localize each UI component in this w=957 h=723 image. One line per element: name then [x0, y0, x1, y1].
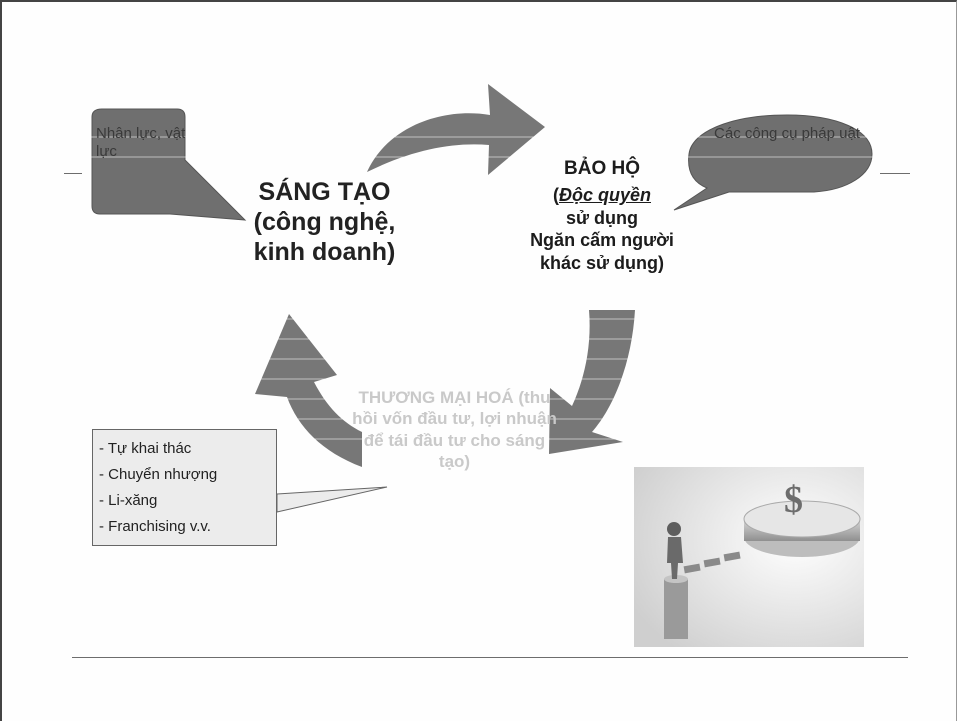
commercialization-list-box: - Tự khai thác - Chuyển nhượng - Li-xăng… [92, 429, 277, 546]
callout-legal-tools-text: Các công cụ pháp uật [714, 125, 860, 142]
list-callout-pointer [276, 486, 388, 513]
label-bao-ho-body: (Độc quyền sử dụng Ngăn cấm người khác s… [492, 184, 712, 274]
header-rule-left [64, 173, 82, 174]
label-thuong-mai-hoa: THƯƠNG MẠI HOÁ (thu hồi vốn đầu tư, lợi … [352, 388, 557, 471]
label-doc-quyen: Độc quyền [558, 185, 651, 205]
bao-ho-line-1: sử dụng [565, 207, 639, 228]
footer-rule [72, 657, 908, 658]
bao-ho-line-2: Ngăn cấm người [530, 230, 674, 250]
header-rule-right [880, 173, 910, 174]
cycle-arrow-right [549, 310, 635, 454]
list-item: - Franchising v.v. [99, 518, 211, 535]
label-bao-ho-title: BẢO HỘ [564, 158, 640, 179]
callout-legal-tools [673, 114, 873, 211]
bao-ho-line-3: khác sử dụng) [539, 252, 665, 273]
cycle-arrow-top [367, 84, 545, 175]
bao-ho-open-paren: ( [552, 185, 559, 205]
dollar-icon: $ [784, 479, 803, 521]
list-item: - Tự khai thác [99, 440, 192, 457]
cycle-arrow-left [255, 314, 362, 467]
list-item: - Li-xăng [99, 492, 158, 509]
callout-resources-text: Nhân lực, vật lực [96, 125, 186, 160]
success-illustration: $ [634, 467, 864, 647]
label-sang-tao: SÁNG TẠO (công nghệ, kinh doanh) [253, 178, 396, 266]
list-item: - Chuyển nhượng [99, 466, 218, 483]
